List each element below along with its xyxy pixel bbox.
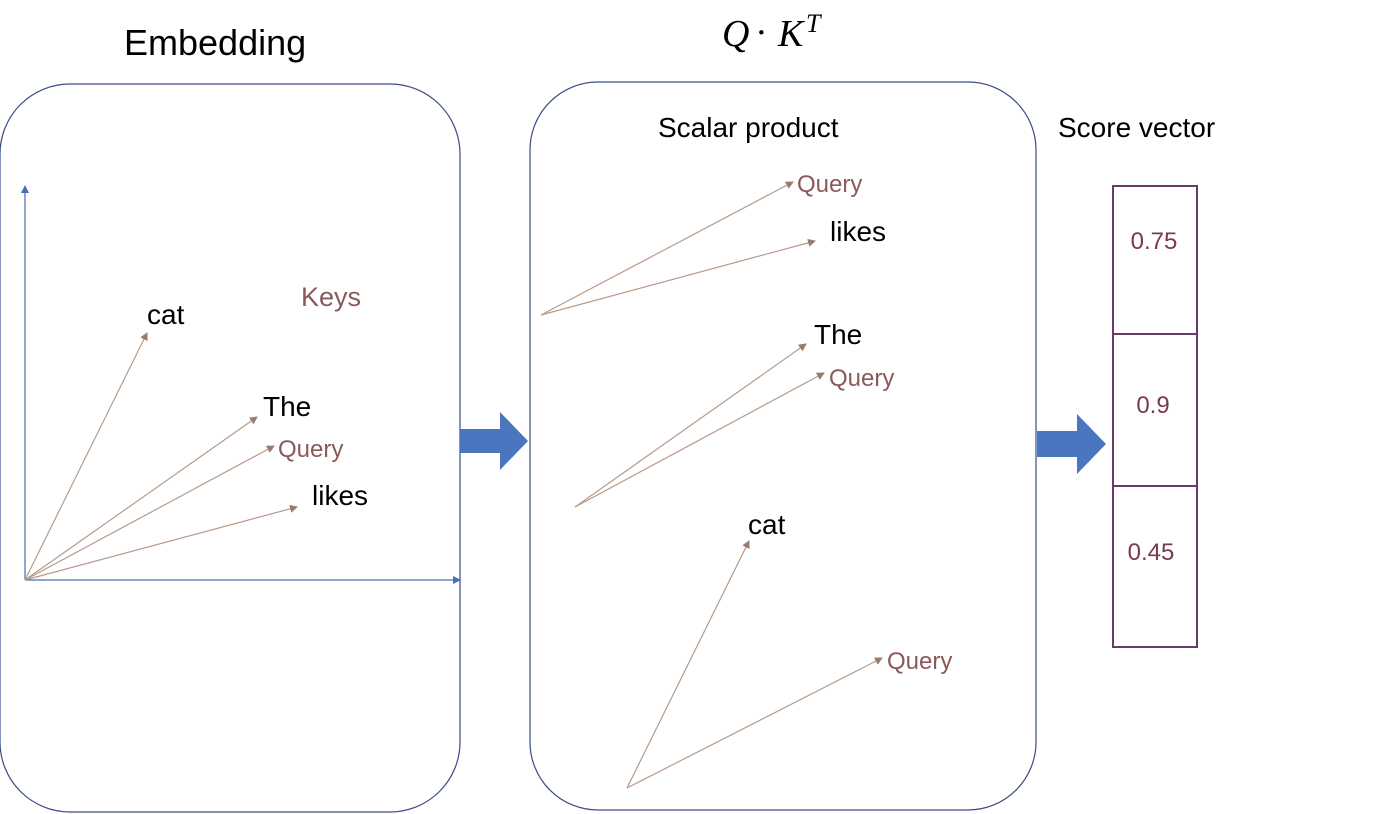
embedding-title: Embedding bbox=[124, 22, 306, 63]
label-cat: cat bbox=[147, 299, 185, 330]
formula-t: T bbox=[806, 9, 822, 38]
vector-the bbox=[24, 416, 258, 581]
scalar-product-panel bbox=[529, 81, 1037, 811]
score-value: 0.75 bbox=[1131, 228, 1178, 255]
pair2-label-the: The bbox=[814, 319, 862, 350]
pair2-vector-query bbox=[574, 372, 825, 508]
label-likes: likes bbox=[312, 480, 368, 511]
formula-q: Q bbox=[722, 13, 749, 55]
pair2-label-query: Query bbox=[829, 365, 894, 392]
score-vector-title: Score vector bbox=[1058, 112, 1215, 143]
keys-label: Keys bbox=[301, 282, 361, 312]
scalar-product-title: Scalar product bbox=[658, 112, 839, 143]
flow-arrow-1 bbox=[460, 412, 528, 470]
formula-k: K bbox=[777, 13, 805, 55]
pair1-label-likes: likes bbox=[830, 216, 886, 247]
pair1-vector-likes bbox=[540, 238, 816, 316]
embedding-panel bbox=[0, 83, 461, 813]
score-value: 0.9 bbox=[1136, 392, 1169, 419]
pair3-label-query: Query bbox=[887, 648, 952, 675]
score-vector: 0.75 0.9 0.45 bbox=[1112, 185, 1198, 648]
pair1-vector-query bbox=[540, 181, 794, 316]
vector-cat bbox=[24, 332, 148, 581]
label-the: The bbox=[263, 391, 311, 422]
pair3-label-cat: cat bbox=[748, 509, 786, 540]
score-value: 0.45 bbox=[1128, 539, 1175, 566]
pair3-vector-cat bbox=[626, 540, 750, 789]
vector-query bbox=[24, 445, 275, 581]
score-cell bbox=[1112, 485, 1198, 648]
pair3-vector-query bbox=[626, 657, 883, 789]
formula-q-dot-k-transpose: Q · K T bbox=[722, 9, 822, 55]
pair1-label-query: Query bbox=[797, 171, 862, 198]
pair2-vector-the bbox=[574, 343, 807, 508]
score-cell bbox=[1112, 185, 1198, 335]
label-query: Query bbox=[278, 436, 343, 463]
vector-likes bbox=[24, 504, 298, 581]
flow-arrow-2 bbox=[1037, 414, 1106, 474]
formula-dot: · bbox=[756, 13, 767, 53]
